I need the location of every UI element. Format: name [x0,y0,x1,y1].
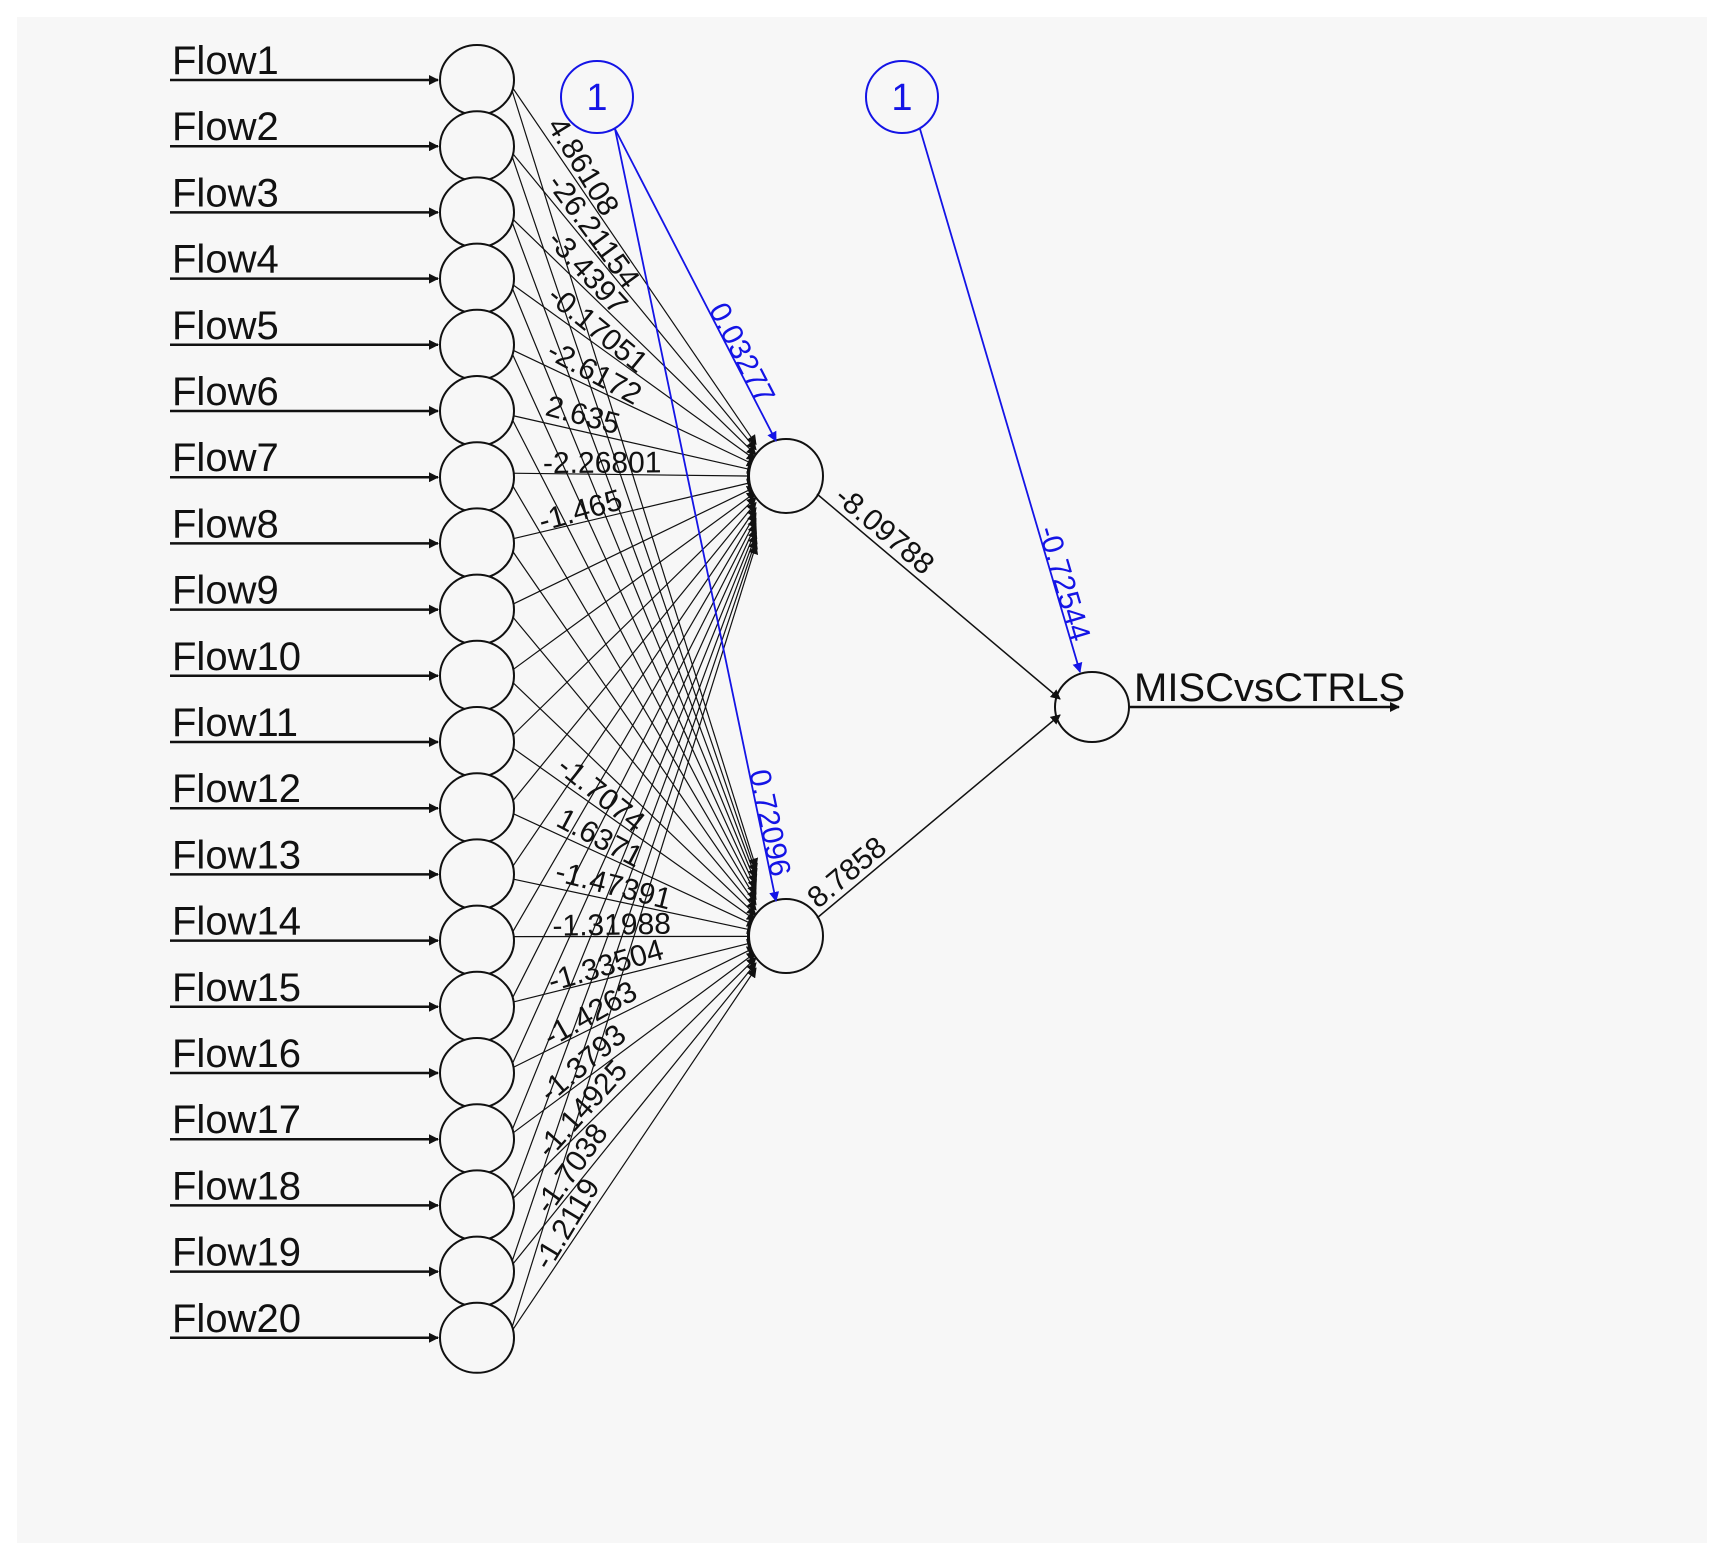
input-hidden-edge [509,348,757,467]
input-node [439,904,515,977]
input-hidden-edge [509,149,757,451]
bias-weight-label: -0.72544 [1031,522,1096,645]
input-label: Flow16 [172,1032,301,1076]
neural-network-diagram: 4.86108-26.21154-3.4397-0.17051-2.61722.… [170,39,1405,1374]
input-node [439,507,515,580]
input-hidden-edge [509,967,757,1335]
weight-label: -1.31988 [552,908,671,943]
input-hidden-edge [509,216,758,880]
input-label: Flow7 [172,436,279,480]
bias-node-label: 1 [891,77,912,119]
input-node [439,441,515,514]
input-hidden-edge [509,543,759,1334]
input-hidden-edge [509,282,758,885]
input-node [439,1235,515,1308]
input-node [439,242,515,315]
input-node [439,1037,515,1109]
input-node [439,110,515,183]
input-hidden-edge [509,538,758,1268]
input-label: Flow9 [172,569,279,613]
bias-node [560,60,634,134]
input-hidden-edge [509,414,757,895]
input-label: Flow10 [172,635,301,679]
bias-node [865,60,939,134]
input-hidden-edge [509,478,757,540]
input-hidden-edge [509,938,757,1004]
input-hidden-edge [509,946,757,1070]
input-hidden-edge [509,962,757,1268]
input-label: Flow5 [172,304,279,348]
input-hidden-edge [509,533,758,1202]
input-hidden-edge [509,486,757,607]
input-hidden-edge [509,951,757,1136]
input-node [439,375,515,447]
input-hidden-edge [509,83,757,446]
bias-edge [614,128,780,902]
input-label: Flow20 [172,1297,301,1341]
input-hidden-edge [509,215,757,456]
input-label: Flow19 [172,1231,301,1275]
input-hidden-edges [509,83,759,1335]
weight-label: -2.26801 [543,446,662,480]
input-hidden-edge [509,414,757,474]
input-hidden-edge [509,501,757,805]
input-node [439,1301,515,1374]
input-hidden-edge [509,282,757,461]
input-hidden-edge [509,522,757,1070]
input-node [439,838,515,911]
input-hidden-edge [509,507,757,871]
input-hidden-edge [509,517,757,1004]
input-node [439,639,515,712]
input-hidden-edge [509,470,757,481]
input-node [439,706,515,778]
input-node [439,176,515,249]
output-weight-label: 8.7858 [801,831,893,915]
input-node [439,1103,515,1176]
hidden-output-edge [816,714,1061,919]
weight-label: -1.465 [535,484,626,539]
input-label: Flow2 [172,105,279,149]
input-hidden-edge [509,83,759,869]
input-node [439,308,515,381]
input-node [439,573,515,646]
input-label: Flow4 [172,238,279,282]
hidden-node [748,898,824,974]
input-label: Flow11 [172,701,298,745]
input-hidden-edge [509,528,758,1136]
input-label: Flow17 [172,1098,301,1142]
input-label: Flow3 [172,171,279,215]
hidden-node [748,438,824,514]
output-node [1054,671,1130,743]
input-node [439,772,515,845]
input-label: Flow14 [172,900,301,944]
input-hidden-edge [509,480,757,901]
bias-edge [919,128,1083,673]
input-hidden-edge [509,512,757,937]
input-label: Flow13 [172,833,301,877]
input-hidden-edge [509,150,758,874]
input-node [439,44,515,116]
input-hidden-edge [509,496,757,739]
hidden-output-edge [816,493,1061,700]
bias-weight-label: 0.03277 [702,298,781,410]
input-label: Flow8 [172,502,279,546]
output-label: MISCvsCTRLS [1134,666,1405,710]
input-hidden-edge [509,956,757,1202]
input-label: Flow18 [172,1164,301,1208]
input-node [439,1169,515,1242]
input-label: Flow15 [172,966,301,1010]
input-label: Flow12 [172,767,301,811]
input-label: Flow1 [172,39,279,83]
input-hidden-edge [509,491,757,673]
input-node [439,970,515,1043]
output-weight-label: -8.09788 [829,480,941,582]
bias-edge [614,128,777,442]
input-label: Flow6 [172,370,279,414]
input-layer: Flow1Flow2Flow3Flow4Flow5Flow6Flow7Flow8… [170,39,515,1374]
bias-node-label: 1 [586,77,607,119]
input-hidden-edge [509,348,757,890]
